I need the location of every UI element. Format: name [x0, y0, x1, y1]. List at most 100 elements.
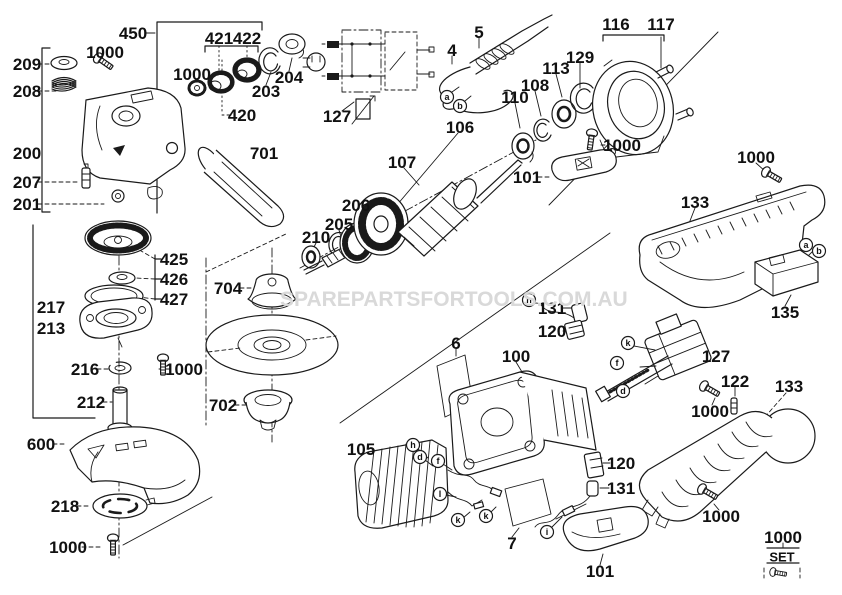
part-label: 110 — [501, 88, 528, 107]
part-label: 120 — [538, 322, 566, 341]
svg-text:f: f — [437, 456, 441, 466]
part-label: 450 — [119, 24, 147, 43]
callout-k: k — [478, 508, 494, 524]
callout-h: h — [405, 437, 421, 453]
part-label: 1000 — [49, 538, 87, 557]
washer-426 — [108, 271, 136, 285]
part-label: 1000 — [691, 402, 729, 421]
group-cord — [439, 14, 553, 114]
part-label: 421 — [205, 29, 233, 48]
part-label: 106 — [446, 118, 474, 137]
part-label: 701 — [250, 144, 278, 163]
washer-209 — [50, 55, 78, 71]
part-label: 107 — [388, 153, 416, 172]
motor-housing-100 — [448, 370, 597, 476]
cord-guard-5 — [469, 14, 553, 75]
pin-207 — [81, 163, 91, 189]
part-label: 702 — [209, 396, 237, 415]
part-label: 127 — [323, 107, 351, 126]
callout-d: d — [615, 383, 631, 399]
part-label: 1000 — [702, 507, 740, 526]
part-label: 201 — [13, 195, 41, 214]
callout-b: b — [811, 243, 827, 259]
part-label: 203 — [252, 82, 280, 101]
part-label: 420 — [228, 106, 256, 125]
screw-1000-icon — [759, 164, 785, 186]
svg-text:a: a — [803, 240, 809, 250]
part-label: 133 — [775, 377, 803, 396]
part-label: 213 — [37, 319, 65, 338]
part-label: 129 — [566, 48, 594, 67]
callout-f: f — [609, 355, 625, 371]
nut-201 — [111, 185, 163, 203]
bearing-204 — [278, 33, 306, 59]
part-label: 1000 — [173, 65, 211, 84]
group-rear-handle — [534, 164, 826, 580]
part-label: 100 — [502, 347, 530, 366]
pin-117 — [655, 64, 694, 121]
part-label: 207 — [13, 173, 41, 192]
connector-120-mid — [564, 319, 585, 340]
housing-200 — [81, 87, 186, 185]
flange-housing-116 — [591, 59, 675, 159]
part-label: 208 — [13, 82, 41, 101]
part-label: 133 — [681, 193, 709, 212]
cover-101 — [551, 149, 617, 182]
callout-a: a — [439, 89, 455, 105]
watermark-text: SPAREPARTSFORTOOLS.COM.AU — [280, 288, 628, 311]
switch-assembly-127 — [595, 313, 712, 403]
svg-text:k: k — [625, 338, 631, 348]
part-label: 122 — [721, 372, 749, 391]
part-label: 1000 — [165, 360, 203, 379]
part-label: 218 — [51, 497, 79, 516]
svg-text:b: b — [816, 246, 822, 256]
part-label: SET — [769, 550, 794, 565]
part-label: 113 — [542, 59, 569, 78]
group-gear-housing — [50, 50, 186, 203]
svg-text:h: h — [526, 295, 532, 305]
callout-f: f — [430, 453, 446, 469]
svg-text:f: f — [616, 358, 620, 368]
group-backing-pad — [205, 273, 339, 431]
motor-wires — [417, 448, 503, 519]
svg-text:d: d — [620, 386, 626, 396]
connector-120 — [583, 451, 605, 479]
lead-i — [550, 503, 587, 529]
backing-disc — [205, 314, 339, 376]
callout-l: l — [432, 486, 448, 502]
part-label: 117 — [647, 15, 674, 34]
component-symbol — [351, 95, 376, 125]
hardware-set-1000 — [763, 547, 801, 580]
part-label: 210 — [302, 228, 330, 247]
wiring-schematic-127 — [302, 29, 435, 125]
part-label: 216 — [71, 360, 99, 379]
gear-421 — [207, 70, 235, 94]
part-label: 205 — [325, 215, 353, 234]
flange-704 — [247, 273, 297, 310]
part-label: 108 — [521, 76, 549, 95]
callout-a: a — [798, 237, 814, 253]
part-label: 101 — [586, 562, 614, 581]
part-label: 422 — [233, 29, 261, 48]
svg-text:k: k — [483, 511, 489, 521]
ring-108 — [533, 118, 552, 142]
svg-text:d: d — [417, 452, 423, 462]
part-label: 425 — [160, 250, 188, 269]
crown-gear-425 — [84, 220, 152, 256]
part-label: 116 — [602, 15, 629, 34]
svg-text:h: h — [410, 440, 416, 450]
part-label: 426 — [160, 270, 188, 289]
part-label: 204 — [275, 68, 304, 87]
group-bearing-flange — [551, 59, 694, 182]
group-spindle-stack — [69, 220, 201, 556]
washer-216 — [108, 361, 132, 375]
svg-text:l: l — [439, 489, 442, 499]
sleeve-131 — [534, 480, 599, 528]
part-label: 101 — [513, 168, 541, 187]
screw-1000-icon — [583, 127, 599, 152]
bearing-110 — [511, 132, 535, 163]
part-label: 105 — [347, 440, 375, 459]
guard-600 — [69, 426, 201, 505]
part-label: 7 — [507, 534, 516, 553]
